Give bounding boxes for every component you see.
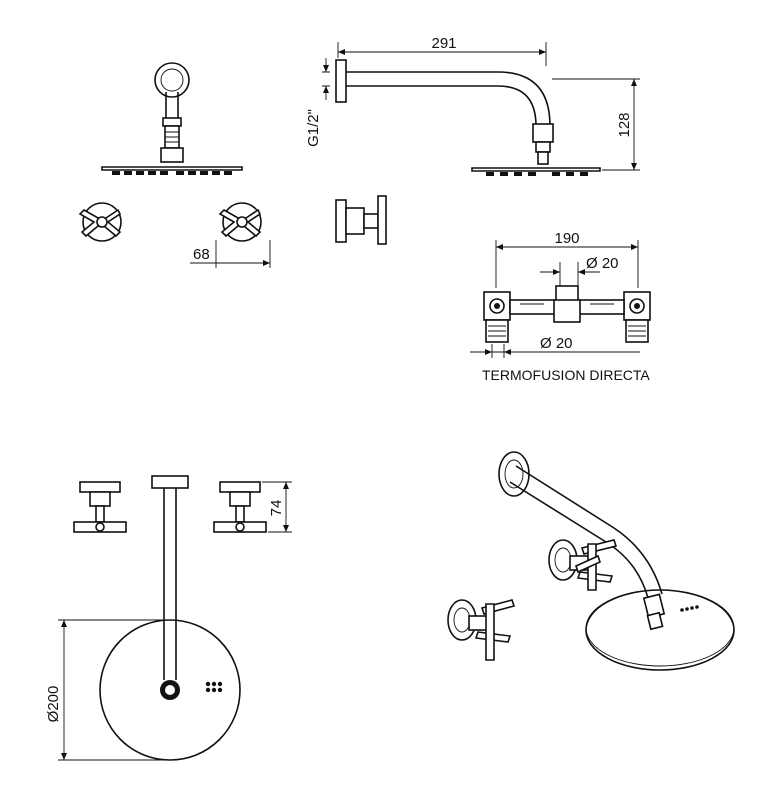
dim-handle-offset: 68 <box>193 246 210 263</box>
dim-arm-height: 128 <box>616 112 633 137</box>
side-handle <box>335 195 387 245</box>
side-view: 291 128 G1/2" <box>305 35 640 245</box>
front-view-with-head: 74 Ø200 <box>45 475 292 761</box>
dim-arm-length: 291 <box>431 35 456 52</box>
cross-handle-right <box>218 202 262 242</box>
dim-head-diameter: Ø200 <box>45 686 62 723</box>
front-view: 68 <box>78 62 271 268</box>
nozzle-row <box>112 171 232 175</box>
dim-pipe-dia-top: Ø 20 <box>586 255 619 272</box>
cross-handle-left <box>78 202 122 242</box>
valve-caption: TERMOFUSION DIRECTA <box>482 367 650 383</box>
side-nozzle-row <box>486 172 588 176</box>
dim-valve-width: 190 <box>554 230 579 247</box>
isometric-view <box>447 451 735 671</box>
iso-nozzles <box>680 605 699 612</box>
valve-body: 190 Ø 20 Ø 20 TERMOFUSION DIRECTA <box>470 230 651 383</box>
dim-handle-height: 74 <box>268 500 285 517</box>
dim-thread: G1/2" <box>305 109 322 147</box>
head-nozzles <box>205 681 223 693</box>
dim-pipe-dia-bottom: Ø 20 <box>540 335 573 352</box>
